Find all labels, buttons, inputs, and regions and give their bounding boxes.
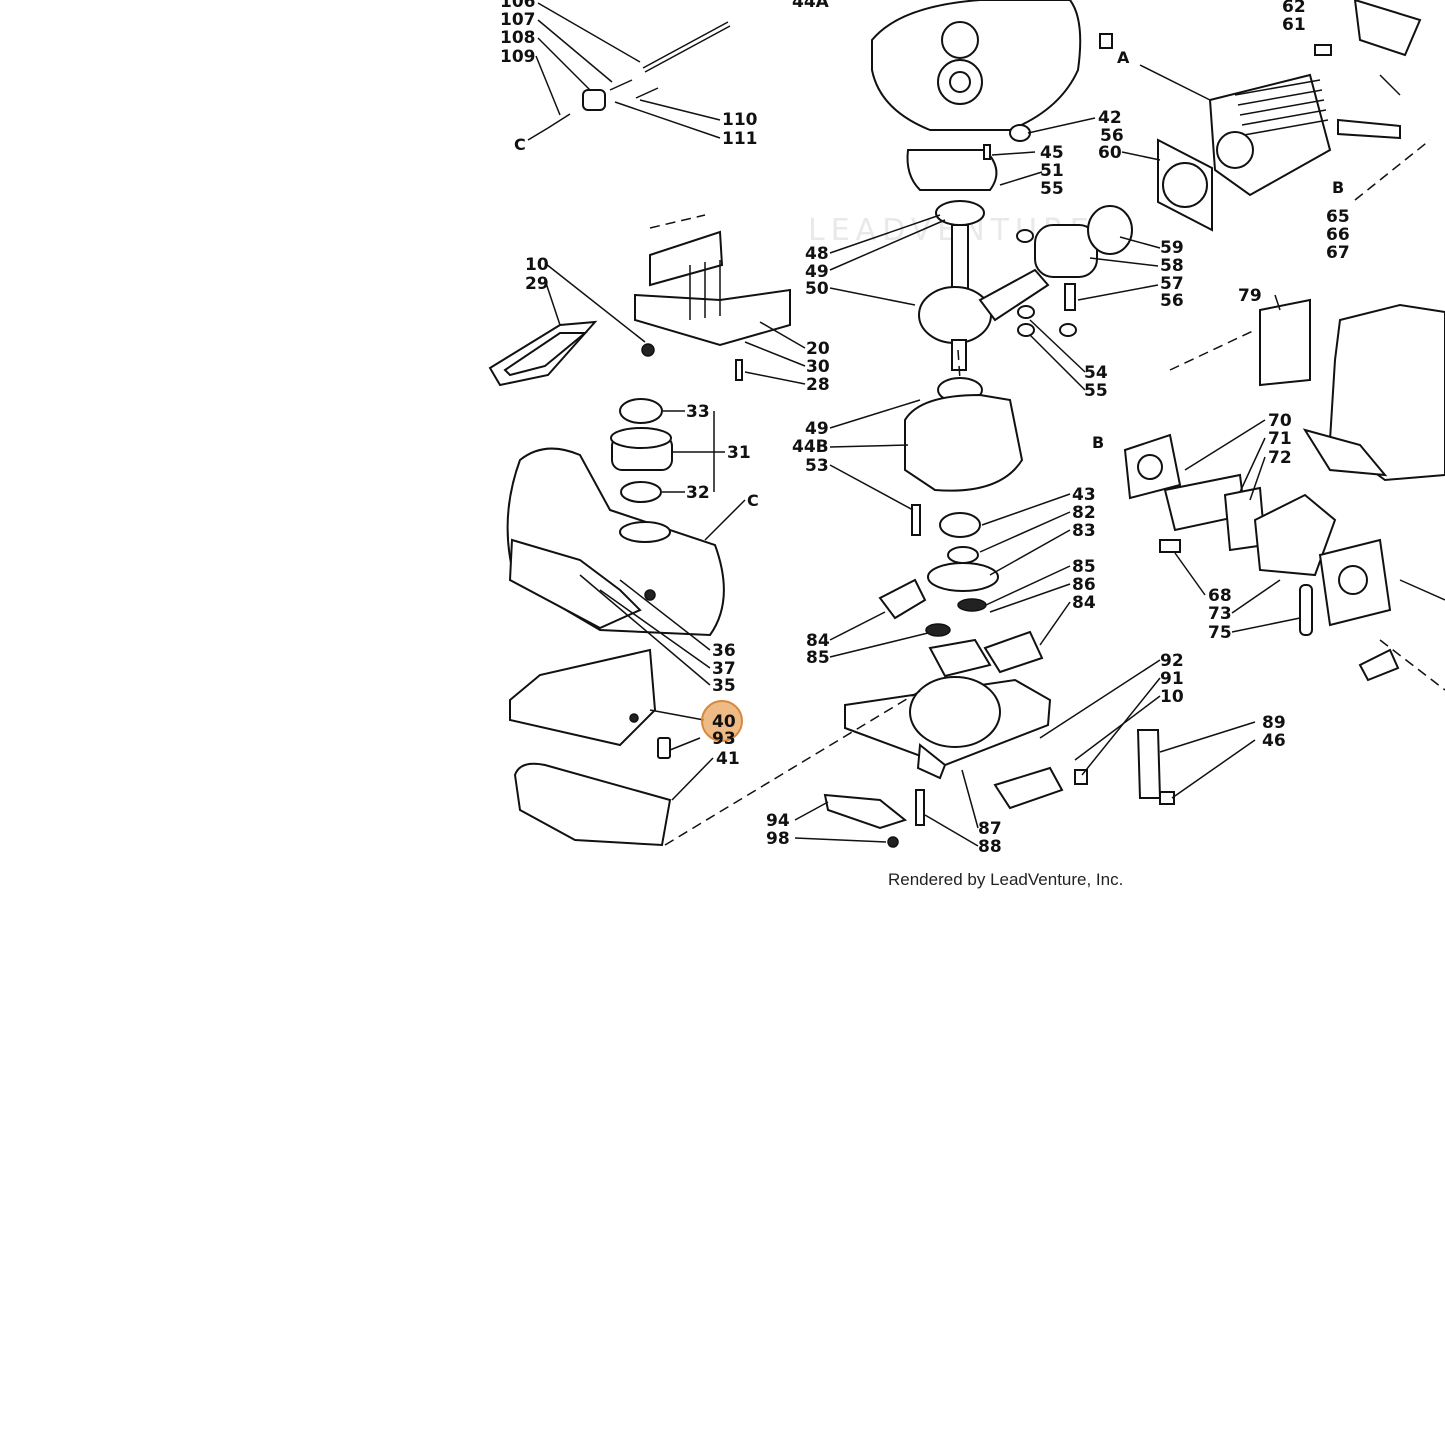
callout[interactable]: 42 xyxy=(1098,108,1122,128)
callout[interactable]: 87 xyxy=(978,819,1002,839)
callout[interactable]: 98 xyxy=(766,829,790,849)
callout[interactable]: 75 xyxy=(1208,623,1232,643)
callout[interactable]: 84 xyxy=(806,631,830,651)
callout[interactable]: 51 xyxy=(1040,161,1064,181)
connection-letter: A xyxy=(1117,48,1130,67)
callout[interactable]: 33 xyxy=(686,402,710,422)
callout[interactable]: 10 xyxy=(525,255,549,275)
callout[interactable]: 59 xyxy=(1160,238,1184,258)
base-housing xyxy=(823,676,1175,848)
crankcase-upper xyxy=(871,0,1113,191)
fuel-tank-assembly xyxy=(506,398,725,847)
callout[interactable]: 107 xyxy=(500,10,536,30)
callout[interactable]: 31 xyxy=(727,443,751,463)
callout[interactable]: 36 xyxy=(712,641,736,661)
callout[interactable]: 110 xyxy=(722,110,758,130)
starter-assembly xyxy=(878,512,1044,678)
callout[interactable]: 37 xyxy=(712,659,736,679)
callout[interactable]: 58 xyxy=(1160,256,1184,276)
callout[interactable]: 30 xyxy=(806,357,830,377)
handle-parts xyxy=(488,230,791,387)
credit-text: Rendered by LeadVenture, Inc. xyxy=(888,870,1124,889)
callout[interactable]: 91 xyxy=(1160,669,1184,689)
callout[interactable]: 65 xyxy=(1326,207,1350,227)
callout[interactable]: 88 xyxy=(978,837,1002,857)
callout[interactable]: 43 xyxy=(1072,485,1096,505)
callout[interactable]: 61 xyxy=(1282,15,1306,35)
callout[interactable]: 79 xyxy=(1238,286,1262,306)
callout[interactable]: 89 xyxy=(1262,713,1286,733)
callout[interactable]: 32 xyxy=(686,483,710,503)
callout[interactable]: 41 xyxy=(716,749,740,769)
callout[interactable]: 55 xyxy=(1040,179,1064,199)
callout[interactable]: 46 xyxy=(1262,731,1286,751)
callout[interactable]: 83 xyxy=(1072,521,1096,541)
callout[interactable]: 73 xyxy=(1208,604,1232,624)
highlight-marker-40[interactable] xyxy=(701,700,743,742)
callout[interactable]: 35 xyxy=(712,676,736,696)
callout[interactable]: 57 xyxy=(1160,274,1184,294)
callout[interactable]: 50 xyxy=(805,279,829,299)
callout[interactable]: 20 xyxy=(806,339,830,359)
callout[interactable]: 60 xyxy=(1098,143,1122,163)
assembly-guide-lines xyxy=(649,139,1445,846)
callout[interactable]: 71 xyxy=(1268,429,1292,449)
callout[interactable]: 67 xyxy=(1326,243,1350,263)
callout[interactable]: 85 xyxy=(1072,557,1096,577)
callout[interactable]: 62 xyxy=(1282,0,1306,17)
callout[interactable]: 93 xyxy=(712,729,736,749)
callout[interactable]: 111 xyxy=(722,129,758,149)
callout[interactable]: 44B xyxy=(792,437,829,457)
connection-letter: B xyxy=(1092,433,1104,452)
callout[interactable]: 56 xyxy=(1100,126,1124,146)
callout[interactable]: 53 xyxy=(805,456,829,476)
callout[interactable]: 10 xyxy=(1160,687,1184,707)
leader-lines xyxy=(535,2,1301,847)
callout[interactable]: 70 xyxy=(1268,411,1292,431)
callout[interactable]: 82 xyxy=(1072,503,1096,523)
callout-labels: 106 107 108 109 110 111 44A 62 61 42 56 … xyxy=(500,0,1350,857)
connection-letters: A B B C C xyxy=(514,48,1344,510)
fuel-line-parts xyxy=(527,21,731,141)
callout[interactable]: 94 xyxy=(766,811,790,831)
callout[interactable]: 66 xyxy=(1326,225,1350,245)
callout[interactable]: 49 xyxy=(805,262,829,282)
callout[interactable]: 55 xyxy=(1084,381,1108,401)
callout[interactable]: 44A xyxy=(792,0,830,12)
callout[interactable]: 72 xyxy=(1268,448,1292,468)
connection-letter: C xyxy=(514,135,526,154)
callout[interactable]: 84 xyxy=(1072,593,1096,613)
callout[interactable]: 85 xyxy=(806,648,830,668)
callout[interactable]: 109 xyxy=(500,47,536,67)
cylinder-assembly xyxy=(1139,0,1422,232)
callout[interactable]: 29 xyxy=(525,274,549,294)
carburetor-assembly xyxy=(1123,298,1445,682)
callout[interactable]: 56 xyxy=(1160,291,1184,311)
callout-highlighted[interactable]: 40 xyxy=(712,712,736,732)
callout[interactable]: 108 xyxy=(500,28,536,48)
crankshaft-assembly xyxy=(904,200,1133,536)
callout[interactable]: 45 xyxy=(1040,143,1064,163)
callout[interactable]: 106 xyxy=(500,0,536,12)
callout[interactable]: 54 xyxy=(1084,363,1108,383)
callout[interactable]: 92 xyxy=(1160,651,1184,671)
callout[interactable]: 49 xyxy=(805,419,829,439)
connection-letter: C xyxy=(747,491,759,510)
callout[interactable]: 86 xyxy=(1072,575,1096,595)
connection-letter: B xyxy=(1332,178,1344,197)
callout[interactable]: 68 xyxy=(1208,586,1232,606)
callout[interactable]: 48 xyxy=(805,244,829,264)
callout[interactable]: 28 xyxy=(806,375,830,395)
